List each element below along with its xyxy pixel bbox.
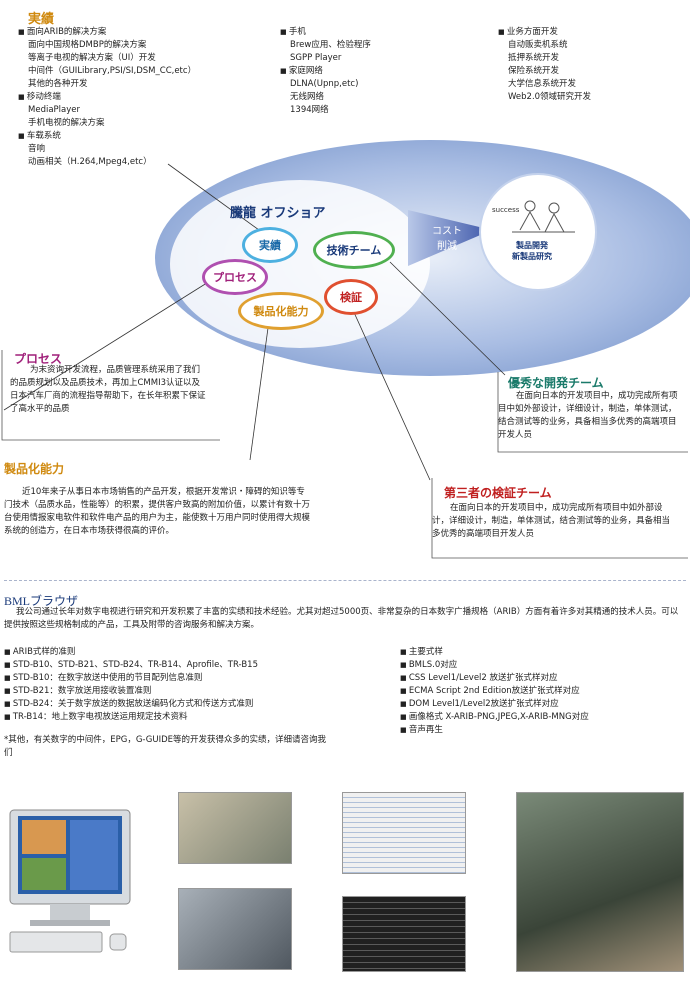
list-item: 手机: [280, 26, 371, 39]
list-item: STD-B10、STD-B21、STD-B24、TR-B14、Aprofile、…: [4, 659, 258, 672]
third-party-title: 第三者の検証チーム: [444, 486, 552, 500]
result-label-line2: 新製品研究: [512, 252, 552, 261]
circle-process: プロセス: [202, 259, 268, 295]
list-item: DLNA(Upnp,etc): [290, 79, 359, 89]
list-item: 手机电视的解决方案: [28, 118, 105, 128]
list-item: TR-B14：地上数字电视放送运用规定技术资料: [4, 711, 258, 724]
list-item: ECMA Script 2nd Edition放送扩张式样对应: [400, 685, 589, 698]
software-screenshot-1: [342, 792, 466, 874]
circuit-board-photo: [516, 792, 684, 972]
software-screenshot-2: [342, 896, 466, 972]
dev-team-body: 在面向日本的开发项目中，成功完成所有项目中如外部设计，详细设计，制造，单体测试，…: [498, 391, 678, 440]
list-item: ARIB式样的准则: [4, 646, 258, 659]
circle-productization: 製品化能力: [238, 292, 324, 330]
divider: [4, 580, 686, 581]
achievements-title: 実績: [28, 12, 55, 27]
list-item: 业务方面开发: [498, 26, 591, 39]
cost-arrow: [408, 210, 492, 266]
arrow-label-line2: 削減: [437, 241, 457, 252]
list-item: 音声再生: [400, 724, 589, 737]
list-item: 家庭网络: [280, 65, 371, 78]
list-item: 保险系统开发: [508, 66, 560, 76]
list-item: 移动终端: [18, 91, 196, 104]
success-label: success: [492, 206, 520, 214]
list-item: 无线网络: [290, 92, 325, 102]
list-item: MediaPlayer: [28, 105, 80, 115]
connector-line: [167, 163, 271, 239]
list-item: 画像格式 X-ARIB-PNG,JPEG,X-ARIB-MNG对应: [400, 711, 589, 724]
list-item: CSS Level1/Level2 放送扩张式样对应: [400, 672, 589, 685]
list-item: 音响: [28, 144, 46, 154]
list-item: Web2.0领域研究开发: [508, 92, 592, 102]
arrow-label: コスト 削減: [432, 222, 462, 252]
process-title: プロセス: [14, 352, 63, 366]
connector-line: [389, 261, 506, 376]
connector-line: [3, 275, 219, 411]
process-body: 为末资询开发流程，品质管理系统采用了我们的品质规划以及品质技术，再加上CMMI3…: [10, 365, 206, 414]
lab-photo-2: [178, 888, 292, 970]
list-item: DOM Level1/Level2放送扩张式样对应: [400, 698, 589, 711]
list-item: SGPP Player: [290, 53, 342, 63]
list-item: BMLS.0对应: [400, 659, 589, 672]
list-item: 中间件（GUILibrary,PSI/SI,DSM_CC,etc）: [28, 66, 197, 76]
success-people-icon: [512, 200, 575, 233]
productization-body: 近10年来子从事日本市场销售的产品开发，根据开发常识・障碍的知识等专门技术（品质…: [4, 487, 311, 536]
list-item: STD-B24：关于数字放送的数据放送编码化方式和传送方式准则: [4, 698, 258, 711]
bml-note: *其他，有关数字的中间件，EPG，G-GUIDE等的开发获得众多的实绩，详细请咨…: [4, 735, 327, 758]
circle-tech-team: 技術チーム: [313, 231, 395, 269]
bml-right-list: 主要式样 BMLS.0对应 CSS Level1/Level2 放送扩张式样对应…: [400, 646, 589, 737]
list-item: 车载系统: [18, 130, 196, 143]
arrow-label-line1: コスト: [432, 226, 462, 237]
result-label: 製品開発 新製品研究: [512, 240, 552, 262]
third-party-body: 在面向日本的开发项目中，成功完成所有项目中如外部设计，详细设计，制造，单体测试，…: [432, 503, 671, 539]
result-label-line1: 製品開発: [516, 241, 548, 250]
tv-monitor-image: [9, 809, 131, 953]
achievements-list-3: 业务方面开发 自动贩卖机系统 抵押系统开发 保险系统开发 大学信息系统开发 We…: [498, 26, 591, 104]
lab-photo-1: [178, 792, 292, 864]
connector-line: [249, 327, 269, 461]
list-item: STD-B21：数字放送用接收装置准则: [4, 685, 258, 698]
list-item: 等离子电视的解决方案（UI）开发: [28, 53, 156, 63]
bml-left-list: ARIB式样的准则 STD-B10、STD-B21、STD-B24、TR-B14…: [4, 646, 258, 724]
list-item: Brew应用、检验程序: [290, 40, 371, 50]
list-item: 自动贩卖机系统: [508, 40, 568, 50]
list-item: 其他的各种开发: [28, 79, 88, 89]
bml-title: BMLブラウザ: [4, 594, 79, 608]
connector-line: [351, 307, 431, 481]
list-item: 1394网络: [290, 105, 329, 115]
circle-verify: 検証: [324, 279, 378, 315]
list-item: 抵押系统开发: [508, 53, 560, 63]
bml-intro: 我公司通过长年对数字电视进行研究和开发积累了丰富的实绩和技术经验。尤其对超过50…: [4, 607, 679, 630]
achievements-list-2: 手机 Brew应用、检验程序 SGPP Player 家庭网络 DLNA(Upn…: [280, 26, 371, 117]
dev-team-title: 優秀な開発チーム: [508, 376, 604, 390]
list-item: STD-B10：在数字放送中使用的节目配列信息准则: [4, 672, 258, 685]
list-item: 大学信息系统开发: [508, 79, 577, 89]
achievements-list-1: 面向ARIB的解决方案 面向中国规格DMBP的解决方案 等离子电视的解决方案（U…: [18, 26, 196, 169]
productization-title: 製品化能力: [4, 462, 65, 476]
list-item: 主要式样: [400, 646, 589, 659]
list-item: 动画相关（H.264,Mpeg4,etc）: [28, 157, 152, 167]
company-title: 騰龍 オフショア: [230, 206, 326, 221]
circle-achievements: 実績: [242, 227, 298, 263]
list-item: 面向ARIB的解决方案: [18, 26, 196, 39]
list-item: 面向中国规格DMBP的解决方案: [28, 40, 147, 50]
